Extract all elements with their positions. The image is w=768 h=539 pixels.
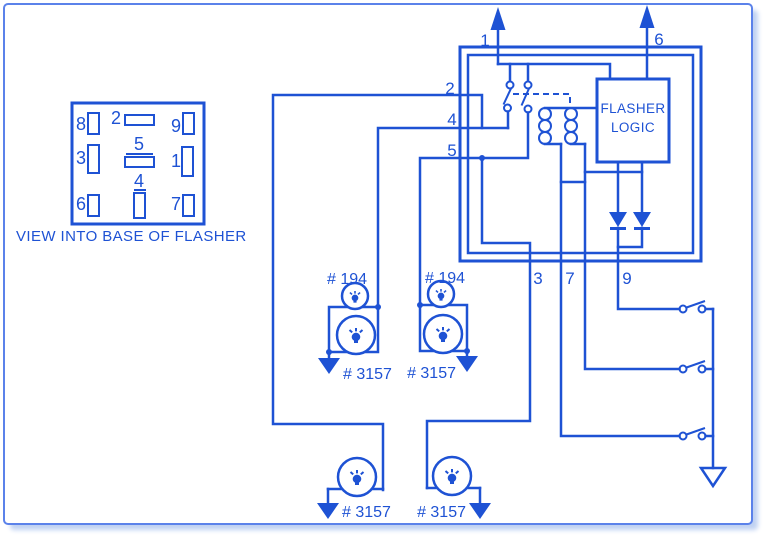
pin-label-4: 4 xyxy=(134,171,144,191)
flasher-logic-label-line1: FLASHER xyxy=(600,101,665,116)
wire-pin1-to-logic xyxy=(496,62,612,81)
arrow-up-icon-pin6 xyxy=(639,5,655,81)
bulb-194-label: # 194 xyxy=(327,271,367,288)
module-inner-box xyxy=(466,53,695,255)
wire-pin2-to-rear-left-lamp xyxy=(271,93,510,492)
flasher-logic-box: FLASHER LOGIC xyxy=(595,77,671,164)
bulb-3157-label: # 3157 xyxy=(342,504,391,521)
wire-coil-to-switch2 xyxy=(583,142,681,371)
ground-icon xyxy=(317,487,339,519)
module-pin2-label: 2 xyxy=(445,79,454,98)
switch-2-icon xyxy=(678,360,715,374)
module-pin6-label: 6 xyxy=(654,30,663,49)
rear-right-lamp: # 3157 xyxy=(417,455,491,521)
front-left-lamp-cluster: # 194 # 3157 xyxy=(318,271,392,383)
flasher-logic-label-line2: LOGIC xyxy=(611,120,655,135)
wire-pin7-to-switch3 xyxy=(559,142,681,438)
pin-slot-7 xyxy=(182,194,195,217)
relay-contact-right-icon xyxy=(520,62,533,114)
bulb-3157-label: # 3157 xyxy=(417,504,466,521)
pin-label-6: 6 xyxy=(76,194,86,214)
flasher-module: 1 6 FLASHER LOGIC xyxy=(458,5,703,263)
module-pin9-label: 9 xyxy=(622,269,631,288)
module-pin4-label: 4 xyxy=(447,110,456,129)
module-pin7-label: 7 xyxy=(565,269,574,288)
rear-left-lamp: # 3157 xyxy=(317,456,391,521)
pin-label-7: 7 xyxy=(171,194,181,214)
base-connector-outline xyxy=(70,101,206,226)
pin-slot-6 xyxy=(87,194,100,217)
wire-pin3-to-rear-right-lamp xyxy=(425,156,532,490)
pin-slot-9 xyxy=(182,112,195,135)
base-connector-caption: VIEW INTO BASE OF FLASHER xyxy=(16,228,247,245)
pin-label-1: 1 xyxy=(171,151,181,171)
pin-slot-3 xyxy=(87,144,100,174)
contact-coil-dashed-link xyxy=(513,93,571,106)
junction-dot xyxy=(375,304,381,310)
module-pin3-label: 3 xyxy=(533,269,542,288)
ground-icon xyxy=(318,350,340,374)
wire-diode-join xyxy=(616,226,644,249)
relay-contact-left-icon xyxy=(502,62,515,113)
relay-coil-right-icon xyxy=(564,107,578,145)
pin-label-9: 9 xyxy=(171,116,181,136)
wire-pin9-to-switch1 xyxy=(616,245,681,311)
pin-label-8: 8 xyxy=(76,114,86,134)
pin-label-2: 2 xyxy=(111,108,121,128)
switch-1-icon xyxy=(678,300,715,314)
front-right-lamp-cluster: # 194 # 3157 xyxy=(407,270,478,382)
bulb-3157-label: # 3157 xyxy=(343,366,392,383)
ground-icon xyxy=(456,349,478,372)
arrow-up-icon-pin1 xyxy=(490,7,506,66)
pin-slot-5 xyxy=(124,156,155,168)
bulb-194-label: # 194 xyxy=(425,270,465,287)
bulb-3157-label: # 3157 xyxy=(407,365,456,382)
module-outer-box xyxy=(458,45,703,263)
pin-slot-4 xyxy=(133,192,146,219)
pin-label-5: 5 xyxy=(134,134,144,154)
module-pin1-label: 1 xyxy=(480,31,489,50)
relay-coil-left-icon xyxy=(538,107,552,145)
switch-3-icon xyxy=(678,427,715,441)
junction-dot xyxy=(417,302,423,308)
chassis-ground-icon xyxy=(698,466,728,489)
module-pin5-label: 5 xyxy=(447,141,456,160)
ground-icon xyxy=(469,486,491,519)
pin-slot-8 xyxy=(87,112,100,135)
pin-label-3: 3 xyxy=(76,148,86,168)
wire-pin5-to-front-right-cluster xyxy=(418,111,530,307)
pin-slot-1 xyxy=(181,146,194,177)
pin-slot-2 xyxy=(124,114,155,126)
wire-pin4-to-front-left-cluster xyxy=(376,126,510,309)
base-connector-diagram: 8 2 9 3 5 1 6 4 7 VIEW INTO BASE OF FLAS… xyxy=(16,101,247,245)
